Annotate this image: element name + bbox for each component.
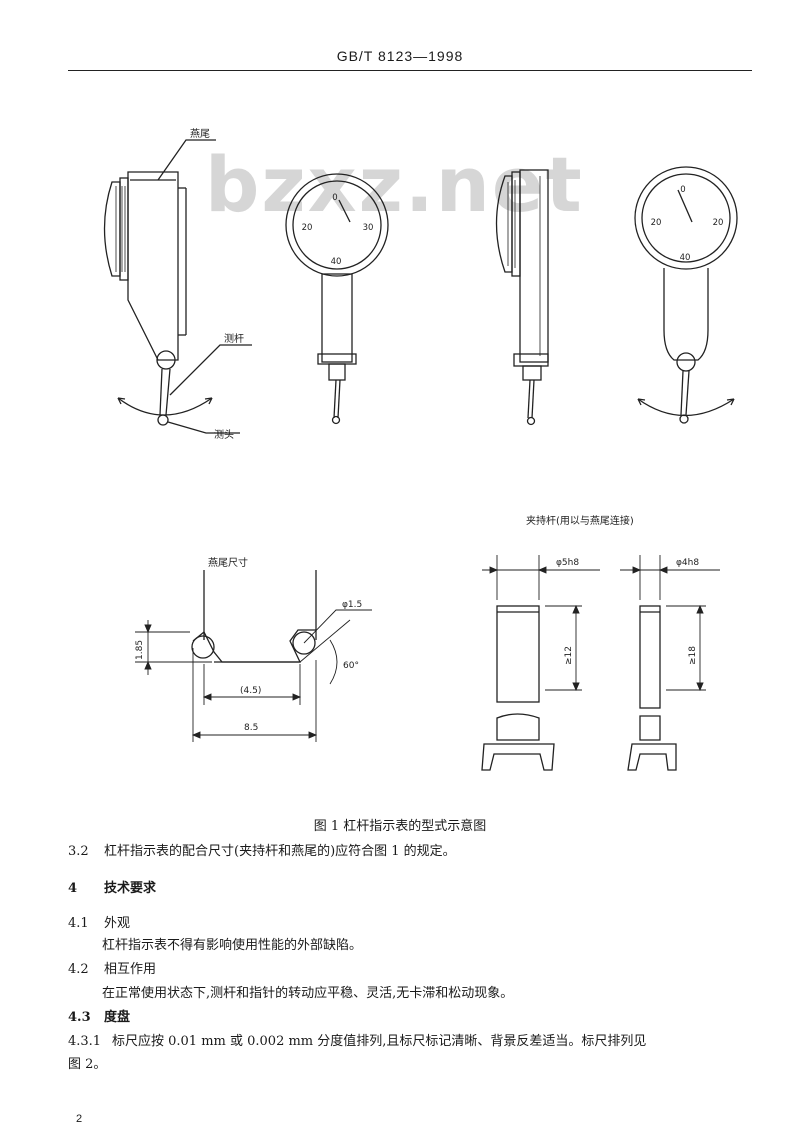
dial-b-left: 20 <box>651 218 662 228</box>
dim-rod2-len: ≥18 <box>688 646 698 665</box>
clause-text: 杠杆指示表不得有影响使用性能的外部缺陷。 <box>102 938 363 953</box>
dial-a-left: 20 <box>302 223 313 233</box>
clause-number: 4.3 <box>68 1010 91 1025</box>
clause-number: 4.1 <box>68 916 89 931</box>
dial-a-top: 0 <box>332 193 337 203</box>
standard-code: GB/T 8123—1998 <box>336 48 464 64</box>
clause-text: 度盘 <box>104 1010 131 1025</box>
back-view-dial-b <box>634 166 738 424</box>
clause-text: 标尺应按 0.01 mm 或 0.002 mm 分度值排列,且标尺标记清晰、背景… <box>112 1034 647 1049</box>
front-view-dial-a <box>285 173 389 425</box>
clause-text: 外观 <box>104 916 131 931</box>
figure-1: 燕尾 测杆 测头 0 20 30 40 0 20 20 40 燕尾尺寸 夹持杆(… <box>103 128 738 771</box>
paragraph-4-3-1-continued: 图 2。 <box>68 1053 106 1072</box>
clamp-rod-dimensions <box>482 555 720 692</box>
clause-number: 3.2 <box>68 844 89 859</box>
figure-caption: 图 1 杠杆指示表的型式示意图 <box>313 819 487 834</box>
dovetail-drawing <box>191 570 317 663</box>
dial-b-top: 0 <box>680 185 685 195</box>
side-view-right <box>495 169 549 426</box>
dim-overall: 8.5 <box>244 723 258 733</box>
clause-number: 4.3.1 <box>68 1034 102 1049</box>
clause-text: 图 2。 <box>68 1057 107 1072</box>
dim-rod1-dia: φ5h8 <box>556 558 579 568</box>
paragraph-4-2-body: 在正常使用状态下,测杆和指针的转动应平稳、灵活,无卡滞和松动现象。 <box>102 982 513 1001</box>
label-probe: 测头 <box>214 428 234 441</box>
label-dovetail: 燕尾 <box>190 128 210 140</box>
paragraph-3-2: 3.2 杠杆指示表的配合尺寸(夹持杆和燕尾的)应符合图 1 的规定。 <box>68 840 456 859</box>
clause-number: 4.2 <box>68 962 89 977</box>
dim-inner: (4.5) <box>240 686 261 696</box>
heading-4: 4 技术要求 <box>68 877 156 896</box>
clamp-rod-drawing <box>481 605 677 771</box>
dial-b-bottom: 40 <box>680 253 691 263</box>
paragraph-4-3-1: 4.3.1 标尺应按 0.01 mm 或 0.002 mm 分度值排列,且标尺标记… <box>68 1030 646 1049</box>
clause-text: 杠杆指示表的配合尺寸(夹持杆和燕尾的)应符合图 1 的规定。 <box>104 844 456 859</box>
header-rule <box>68 70 752 71</box>
page-number: 2 <box>76 1113 83 1125</box>
heading-4-3: 4.3 度盘 <box>68 1006 130 1025</box>
clause-number: 4 <box>68 881 78 896</box>
dial-b-right: 20 <box>713 218 724 228</box>
paragraph-4-1-body: 杠杆指示表不得有影响使用性能的外部缺陷。 <box>102 934 362 953</box>
dial-a-right: 30 <box>363 223 374 233</box>
dim-rod2-dia: φ4h8 <box>676 558 699 568</box>
clause-text: 在正常使用状态下,测杆和指针的转动应平稳、灵活,无卡滞和松动现象。 <box>102 986 514 1001</box>
side-view-left <box>103 139 252 434</box>
clause-text: 技术要求 <box>104 881 157 896</box>
heading-4-2: 4.2 相互作用 <box>68 958 156 977</box>
clause-text: 相互作用 <box>104 962 157 977</box>
dim-height: 1.85 <box>135 640 145 660</box>
label-lever: 测杆 <box>224 332 244 345</box>
dim-angle: 60° <box>343 661 359 671</box>
label-clamp-rod: 夹持杆(用以与燕尾连接) <box>526 514 634 527</box>
watermark: bzxz.net <box>205 140 584 229</box>
label-dovetail-size: 燕尾尺寸 <box>208 556 248 569</box>
dim-rod1-len: ≥12 <box>564 646 574 665</box>
dim-ball: φ1.5 <box>342 600 362 610</box>
heading-4-1: 4.1 外观 <box>68 912 130 931</box>
dovetail-dimensions <box>135 609 372 742</box>
dial-a-bottom: 40 <box>331 257 342 267</box>
